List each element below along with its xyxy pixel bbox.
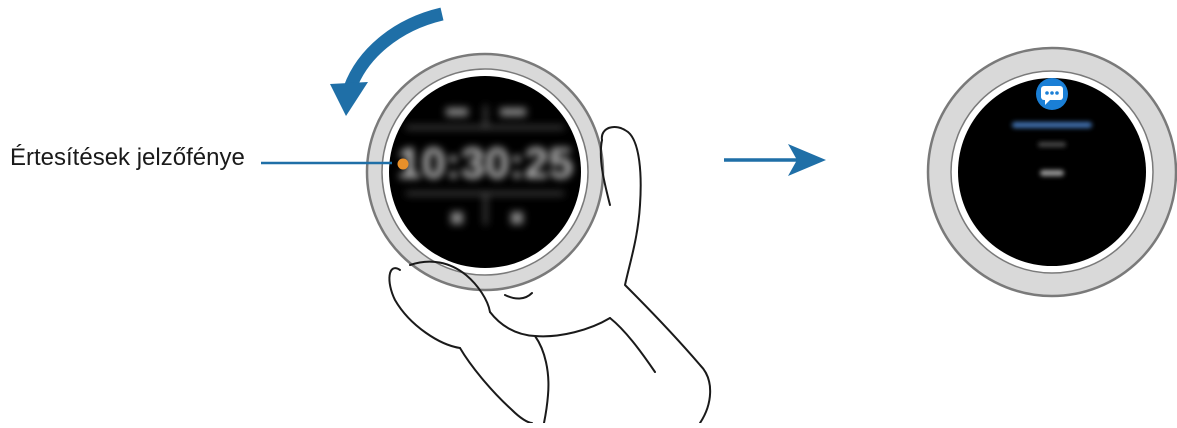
svg-text:10:30:25: 10:30:25: [397, 139, 573, 188]
message-icon: [1036, 78, 1068, 110]
next-step-arrow-icon: [724, 144, 826, 176]
callout-label: Értesítések jelzőfénye: [10, 144, 245, 172]
notification-indicator: [398, 159, 409, 170]
left-watch: 10:30:25: [367, 54, 603, 290]
right-watch: [928, 48, 1176, 296]
